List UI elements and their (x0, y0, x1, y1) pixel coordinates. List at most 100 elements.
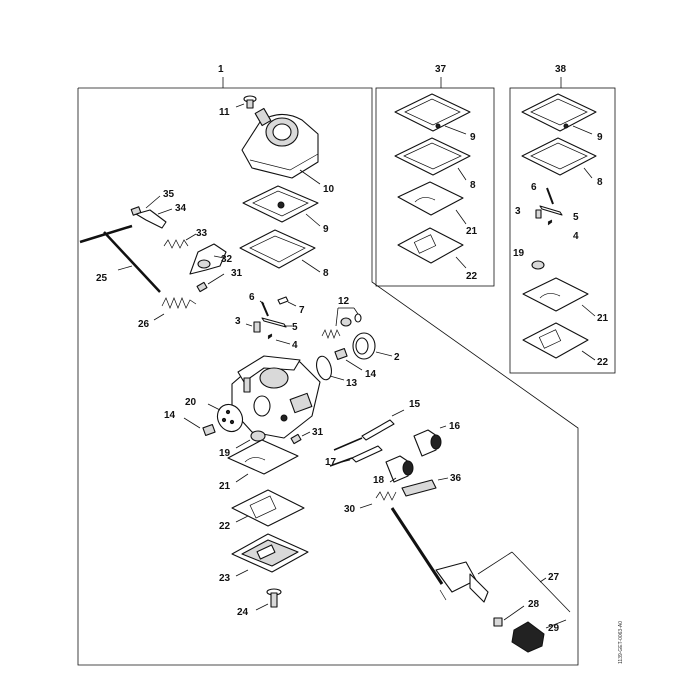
kit37-gasket-frame-part (397, 227, 464, 264)
callout-kit37-8: 8 (470, 180, 476, 191)
part-11-screw (235, 95, 257, 109)
callout-16: 16 (449, 421, 461, 432)
callout-14-upper: 14 (365, 369, 377, 380)
part-29-knob (511, 619, 567, 653)
callout-21: 21 (219, 481, 231, 492)
part-34-35-lever (130, 195, 173, 229)
callout-30: 30 (344, 504, 356, 515)
callout-22: 22 (219, 521, 231, 532)
part-10-housing (241, 107, 321, 185)
part-31-screw (196, 273, 225, 293)
callout-8: 8 (323, 268, 329, 279)
callout-kit38-5: 5 (573, 212, 579, 223)
callout-kit37-21: 21 (466, 226, 478, 237)
callout-34: 34 (175, 203, 187, 214)
kit38-pin-part (546, 187, 554, 205)
callout-36: 36 (450, 473, 462, 484)
callout-32: 32 (221, 254, 233, 265)
callout-15: 15 (409, 399, 421, 410)
callout-35: 35 (163, 189, 175, 200)
callout-12: 12 (338, 296, 350, 307)
kit38-gasket-part (521, 137, 597, 176)
part-8-gasket (239, 229, 321, 273)
callout-5: 5 (292, 322, 298, 333)
part-17-needle (329, 445, 383, 467)
callout-13: 13 (346, 378, 358, 389)
callout-kit38-6: 6 (531, 182, 537, 193)
callout-1: 1 (218, 64, 224, 75)
part-25-shaft (79, 224, 161, 293)
part-21-metering-plate (227, 439, 299, 483)
part-12-needle-set (321, 307, 362, 339)
kit38-spring3-part (535, 209, 542, 219)
part-30-spring (359, 491, 397, 509)
callout-9: 9 (323, 224, 329, 235)
callout-24: 24 (237, 607, 249, 618)
callout-23: 23 (219, 573, 231, 584)
part-20-disc (207, 403, 244, 433)
callout-20: 20 (185, 397, 197, 408)
callout-18: 18 (373, 475, 385, 486)
main-assembly-frame (77, 87, 579, 666)
part-2-ring (352, 332, 393, 360)
callout-25: 25 (96, 273, 108, 284)
callout-kit38-9: 9 (597, 132, 603, 143)
callout-28: 28 (528, 599, 540, 610)
callout-kit38-4: 4 (573, 231, 579, 242)
callout-4: 4 (292, 340, 298, 351)
part-16-cap (413, 425, 447, 457)
callout-19: 19 (219, 448, 231, 459)
callout-2: 2 (394, 352, 400, 363)
kit38-lever-part (539, 205, 563, 216)
callout-kit37-22: 22 (466, 271, 478, 282)
part-26-spring (161, 297, 197, 309)
part-14-fitting-upper (334, 347, 363, 371)
callout-kit38-19: 19 (513, 248, 525, 259)
part-28-screw (493, 605, 525, 627)
kit38-diaphragm-part (521, 93, 597, 132)
callout-7: 7 (299, 305, 305, 316)
kit-37-frame (375, 87, 495, 287)
part-19-screen (235, 430, 266, 449)
kit-38-parts (521, 93, 597, 361)
parts-3-to-7-small (245, 296, 297, 345)
document-number: 1139-GET-0063-A0 (618, 621, 624, 664)
part-24-screw (255, 588, 282, 611)
part-23-cover (231, 533, 309, 577)
part-13-disc (316, 355, 345, 381)
callout-31-upper: 31 (231, 268, 243, 279)
callout-38: 38 (555, 64, 567, 75)
part-31-screw-lower (290, 431, 311, 445)
part-27-shaft-assembly (390, 507, 571, 613)
part-14-fitting-lower (183, 417, 216, 437)
callout-kit37-9: 9 (470, 132, 476, 143)
callout-29: 29 (548, 623, 560, 634)
callout-3: 3 (235, 316, 241, 327)
callout-14-lower: 14 (164, 410, 176, 421)
carburetor-body (231, 355, 321, 439)
callout-6: 6 (249, 292, 255, 303)
part-33-spring (163, 239, 189, 249)
callout-33: 33 (196, 228, 208, 239)
callout-11: 11 (219, 107, 230, 118)
callout-kit38-8: 8 (597, 177, 603, 188)
part-32-arm (189, 243, 227, 275)
callout-37: 37 (435, 64, 447, 75)
callout-kit38-21: 21 (597, 313, 609, 324)
kit-37-parts (394, 93, 471, 269)
kit37-gasket-part (394, 137, 471, 176)
callout-10: 10 (323, 184, 335, 195)
kit37-diaphragm-part (394, 93, 471, 132)
callout-kit38-22: 22 (597, 357, 609, 368)
kit38-gasket-frame-part (522, 322, 589, 359)
callout-17: 17 (325, 457, 337, 468)
part-15-needle (333, 409, 405, 451)
part-18-cap (385, 455, 414, 483)
kit38-screen-part (531, 260, 545, 270)
callout-kit38-3: 3 (515, 206, 521, 217)
callout-26: 26 (138, 319, 150, 330)
part-9-diaphragm (242, 185, 321, 227)
callout-31-lower: 31 (312, 427, 324, 438)
kit-38-frame (509, 87, 616, 374)
